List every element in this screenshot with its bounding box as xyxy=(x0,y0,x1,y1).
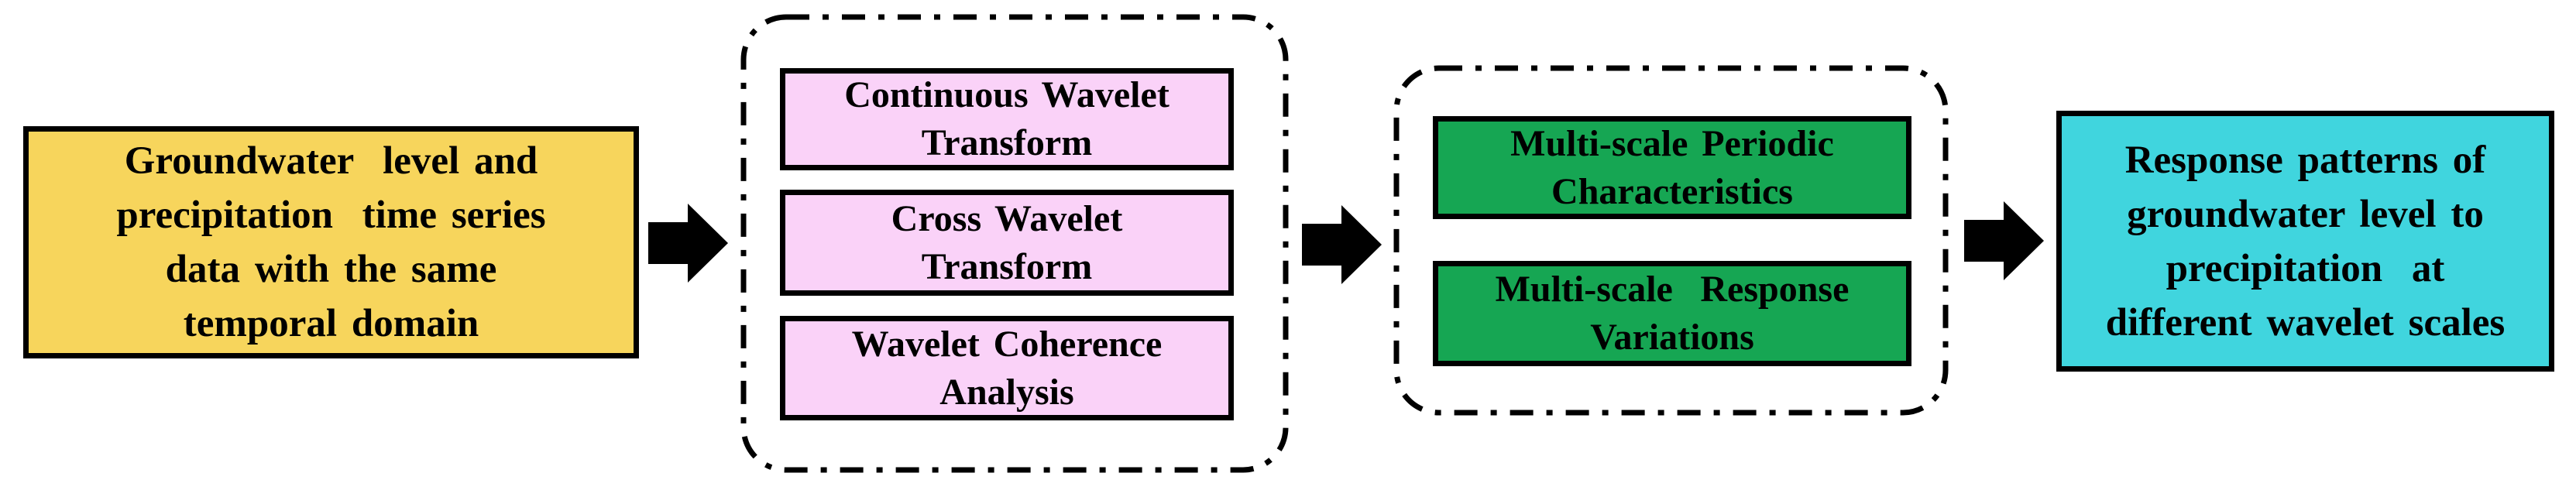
node-multi-scale-response-variations: Multi-scale Response Variations xyxy=(1433,261,1911,366)
arrow-right-icon xyxy=(648,204,728,283)
node-wavelet-coherence-analysis: Wavelet Coherence Analysis xyxy=(780,316,1234,420)
node-input-data: Groundwater level and precipitation time… xyxy=(23,126,639,358)
arrow-right-icon xyxy=(1302,205,1382,284)
node-wavelet-coherence-analysis-label: Wavelet Coherence Analysis xyxy=(851,323,1163,413)
node-continuous-wavelet-transform: Continuous Wavelet Transform xyxy=(780,68,1234,170)
node-multi-scale-periodic-characteristics-label: Multi-scale Periodic Characteristics xyxy=(1510,122,1834,212)
methods-group-border xyxy=(740,14,1289,473)
node-output-response-patterns: Response patterns of groundwater level t… xyxy=(2056,111,2554,372)
results-group-border xyxy=(1393,65,1949,416)
node-output-response-patterns-label: Response patterns of groundwater level t… xyxy=(2105,138,2506,345)
node-continuous-wavelet-transform-label: Continuous Wavelet Transform xyxy=(844,74,1170,163)
node-multi-scale-periodic-characteristics: Multi-scale Periodic Characteristics xyxy=(1433,116,1911,219)
arrow-right-icon xyxy=(1964,201,2044,280)
node-cross-wavelet-transform-label: Cross Wavelet Transform xyxy=(891,197,1123,287)
node-input-data-label: Groundwater level and precipitation time… xyxy=(116,139,546,345)
node-cross-wavelet-transform: Cross Wavelet Transform xyxy=(780,190,1234,296)
node-multi-scale-response-variations-label: Multi-scale Response Variations xyxy=(1495,269,1850,358)
